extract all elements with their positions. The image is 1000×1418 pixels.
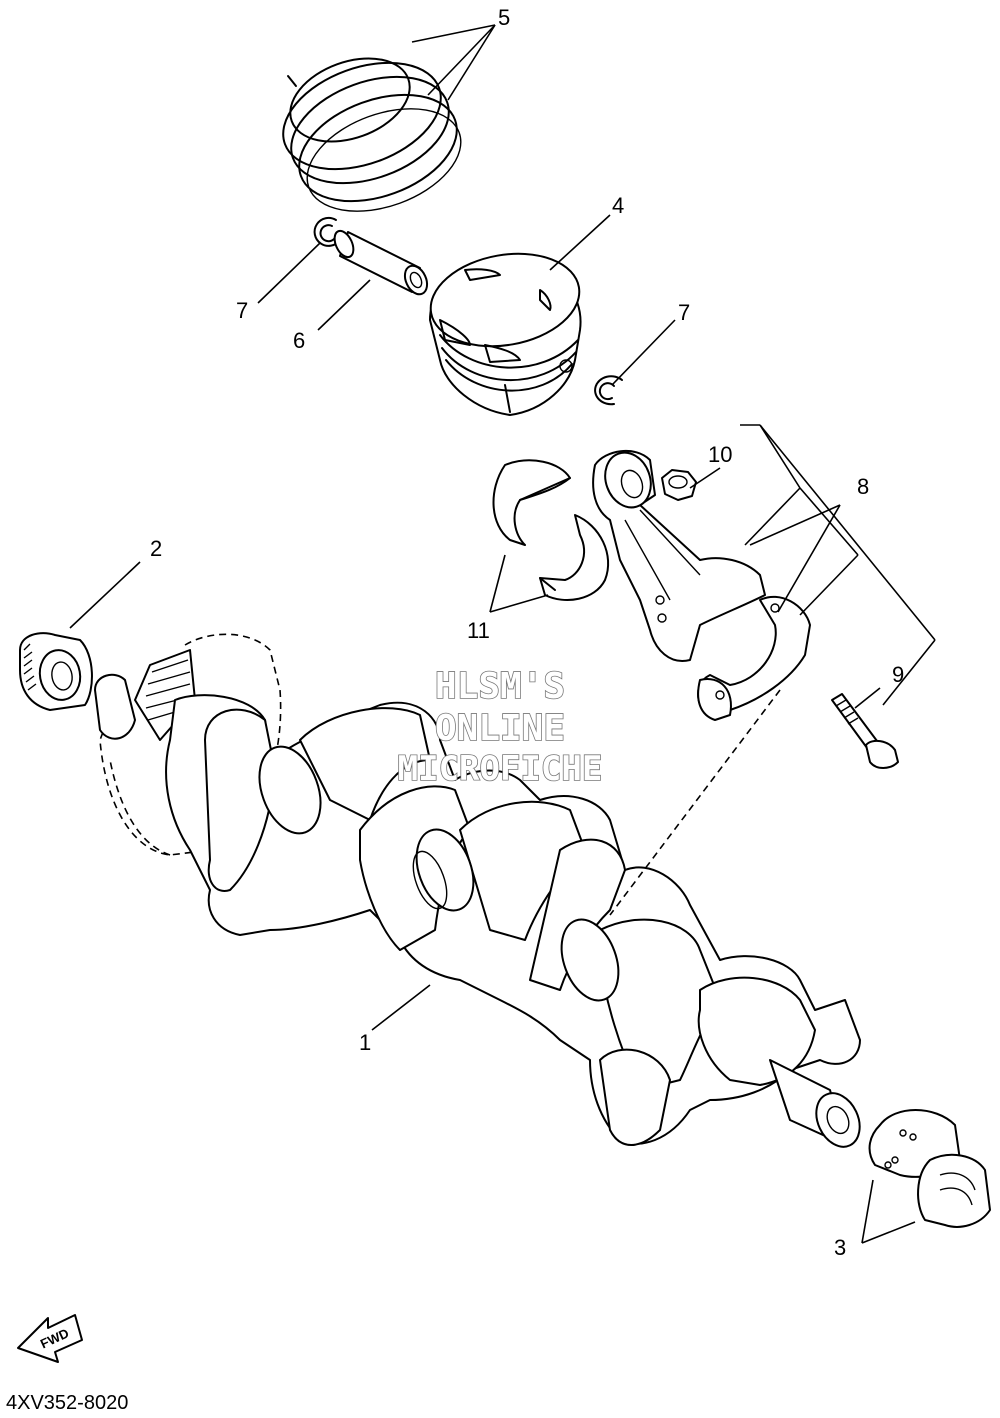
callout-7-left: 7 [236, 298, 248, 323]
crankshaft [94, 633, 861, 1148]
fwd-arrow-icon: FWD [17, 1314, 83, 1363]
diagram-code: 4XV352-8020 [6, 1392, 128, 1414]
callout-2: 2 [150, 536, 162, 561]
crank-gear [19, 632, 93, 711]
rod-nut [661, 469, 697, 501]
callout-6: 6 [293, 328, 305, 353]
watermark-line-3: MICROFICHE [398, 749, 603, 789]
watermark-line-2: ONLINE [435, 708, 565, 749]
piston [429, 252, 582, 416]
piston-pin [333, 229, 429, 296]
piston-rings [282, 57, 462, 212]
conrod-bearing-shells [492, 459, 610, 601]
callout-10: 10 [708, 442, 732, 467]
callout-7-right: 7 [678, 300, 690, 325]
callout-4: 4 [612, 193, 624, 218]
callout-11: 11 [467, 618, 490, 643]
callout-1: 1 [359, 1030, 371, 1055]
callout-3: 3 [834, 1235, 846, 1260]
callouts: 5 4 7 6 7 10 8 2 11 9 1 3 [150, 5, 904, 1260]
circlip-right [594, 375, 623, 406]
callout-8: 8 [857, 474, 869, 499]
main-bearing [868, 1109, 991, 1228]
leader-lines [69, 24, 936, 1244]
watermark: HLSM'S ONLINE MICROFICHE [397, 665, 603, 790]
circlip-left [313, 216, 341, 247]
connecting-rod [592, 449, 811, 721]
rod-bolt [831, 693, 899, 769]
watermark-line-1: HLSM'S [435, 666, 565, 707]
callout-9: 9 [892, 662, 904, 687]
callout-5: 5 [498, 5, 510, 30]
